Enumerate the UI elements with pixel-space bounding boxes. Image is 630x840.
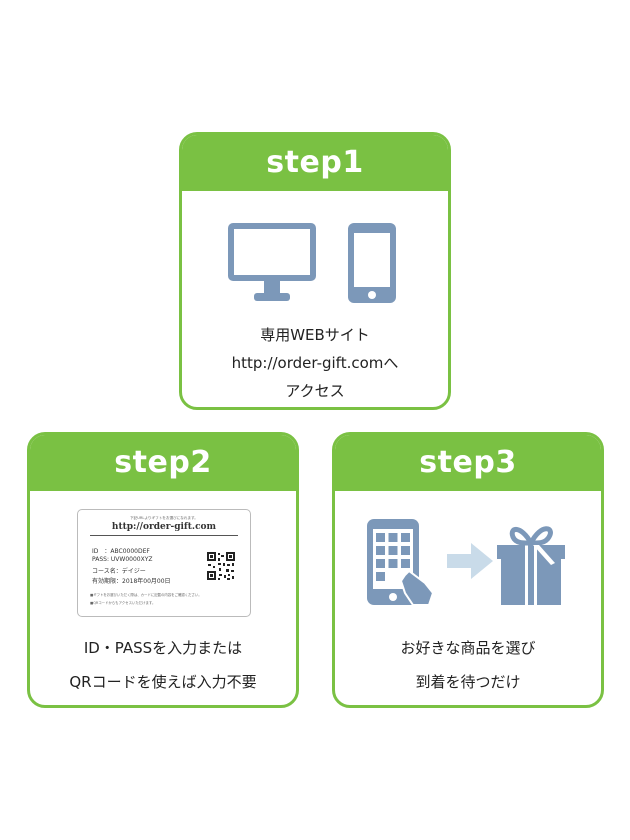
step1-title: step1: [182, 135, 448, 191]
desktop-monitor-icon: [228, 223, 316, 301]
arrow-right-icon: [447, 543, 493, 579]
step1-line-3: アクセス: [285, 382, 345, 400]
gift-box-icon: [497, 526, 565, 605]
step2-description: ID・PASSを入力または QRコードを使えば入力不要: [30, 631, 296, 699]
step3-line-2: 到着を待つだけ: [415, 673, 521, 691]
pass-card-course: コース名：デイジー: [92, 568, 146, 575]
step3-description: お好きな商品を選び 到着を待つだけ: [335, 631, 601, 699]
pass-card-divider: [90, 535, 238, 536]
smartphone-icon: [348, 223, 396, 303]
step2-line-2: QRコードを使えば入力不要: [69, 673, 257, 691]
step3-title: step3: [335, 435, 601, 491]
pass-card-top-text: 下記URLよりギフトをお選びになれます。: [130, 516, 198, 520]
pass-card-expiry: 有効期限：2018年00月00日: [92, 578, 171, 585]
step3-line-1: お好きな商品を選び: [400, 639, 536, 657]
step1-card: step1 専用WEBサイト http://order-gift.comへ アク…: [179, 132, 451, 410]
pass-card-note-2: ■QRコードからもアクセスいただけます。: [90, 601, 156, 605]
pass-card-note-1: ■ギフトをお選びいただく際は、カードに記載の内容をご確認ください。: [90, 593, 202, 597]
step2-line-1: ID・PASSを入力または: [83, 639, 243, 657]
step1-description: 専用WEBサイト http://order-gift.comへ アクセス: [182, 321, 448, 405]
qr-code-icon: [206, 551, 236, 581]
gift-pass-card: 下記URLよりギフトをお選びになれます。 http://order-gift.c…: [77, 509, 251, 617]
smartphone-tap-icon: [367, 519, 435, 606]
pass-card-pass: PASS: UVW0000XYZ: [92, 556, 153, 563]
pass-card-id: ID ：ABC0000DEF: [92, 548, 150, 555]
pass-card-url: http://order-gift.com: [111, 522, 217, 532]
step2-card: step2 下記URLよりギフトをお選びになれます。 http://order-…: [27, 432, 299, 708]
step3-card: step3 お好きな商品を選び 到着を待つだけ: [332, 432, 604, 708]
step1-line-1: 専用WEBサイト: [260, 326, 370, 344]
step2-title: step2: [30, 435, 296, 491]
step1-line-2: http://order-gift.comへ: [231, 354, 399, 372]
